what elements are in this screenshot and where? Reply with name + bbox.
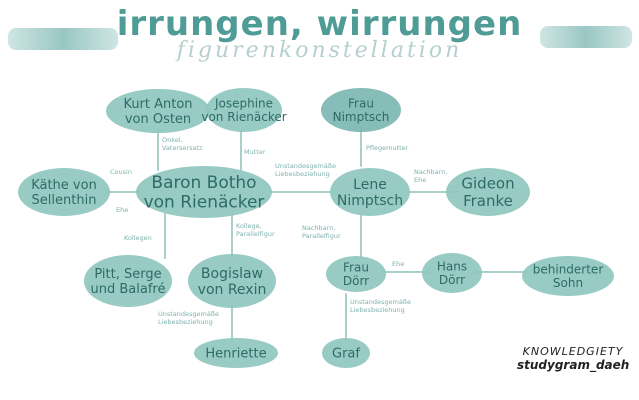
- character-name-line: Franke: [463, 192, 513, 210]
- character-name-line: Graf: [332, 347, 360, 362]
- bubble-shape: [188, 254, 276, 308]
- tape-strip-left: [8, 28, 118, 50]
- character-name-line: Bogislaw: [201, 266, 263, 282]
- character-name-line: von Rienäcker: [144, 193, 265, 213]
- diagram-title: irrungen, wirrungen: [116, 4, 523, 44]
- character-name-line: und Balafré: [91, 282, 166, 297]
- bubble-shape: [136, 166, 272, 218]
- bubble-shape: [194, 338, 278, 368]
- relation-label: Parallelfigur: [236, 230, 275, 238]
- relation-label: Ehe: [392, 260, 404, 268]
- bubble-shape: [84, 255, 172, 307]
- character-name-line: Nimptsch: [337, 193, 403, 209]
- relation-label: Liebesbeziehung: [158, 318, 213, 326]
- character-name-line: Frau: [343, 260, 369, 274]
- character-name-line: Henriette: [205, 347, 266, 362]
- relation-label: Unstandesgemäße: [275, 162, 336, 170]
- character-name-line: von Rienäcker: [201, 110, 286, 124]
- character-name-line: von Osten: [125, 112, 191, 127]
- character-name-line: Lene: [353, 177, 387, 193]
- tape-strip-right: [540, 26, 632, 48]
- bubble-shape: [322, 338, 370, 368]
- watermark-handle: studygram_daeh: [517, 358, 630, 372]
- character-name-line: Dörr: [343, 274, 369, 288]
- character-name-line: Hans: [437, 259, 467, 273]
- bubble-shape: [422, 253, 482, 293]
- character-name-line: Pitt, Serge: [94, 267, 161, 282]
- character-name-line: Kurt Anton: [123, 97, 192, 112]
- relation-label: Parallelfigur: [302, 232, 341, 240]
- bubble-shape: [446, 168, 530, 216]
- bubble-shape: [106, 89, 210, 133]
- relation-label: Ehe: [116, 206, 128, 214]
- relation-label: Liebesbeziehung: [275, 170, 330, 178]
- relation-label: Kollegen: [124, 234, 152, 242]
- bubble-shape: [326, 256, 386, 292]
- character-node-graf: Graf: [322, 338, 370, 368]
- relation-label: Mutter: [244, 148, 266, 156]
- watermark: KNOWLEDGIETY studygram_daeh: [517, 345, 629, 372]
- relation-label: Unstandesgemäße: [158, 310, 219, 318]
- relation-label: Vatersersatz: [162, 144, 203, 152]
- character-name-line: Frau: [348, 96, 374, 110]
- character-name-line: von Rexin: [198, 282, 267, 298]
- relation-label: Unstandesgemäße: [350, 298, 411, 306]
- character-node-henriette: Henriette: [194, 338, 278, 368]
- relation-label: Kollege,: [236, 222, 262, 230]
- relation-label: Nachbarn,: [414, 168, 447, 176]
- diagram-subtitle: figurenkonstellation: [176, 38, 463, 63]
- bubble-shape: [330, 168, 410, 216]
- bubble-shape: [522, 256, 614, 296]
- character-name-line: Josephine: [214, 96, 273, 110]
- character-name-line: Baron Botho: [151, 173, 256, 193]
- relation-label: Liebesbeziehung: [350, 306, 405, 314]
- relation-label: Ehe: [414, 176, 426, 184]
- bubble-shape: [206, 88, 282, 132]
- relation-label: Nachbarn,: [302, 224, 335, 232]
- character-name-line: Sohn: [553, 276, 583, 290]
- bubble-shape: [18, 168, 110, 216]
- bubble-shape: [321, 88, 401, 132]
- character-name-line: Nimptsch: [333, 110, 390, 124]
- relation-label: Onkel,: [162, 136, 183, 144]
- relation-label: Pflegemutter: [366, 144, 409, 152]
- character-name-line: behinderter: [533, 262, 604, 276]
- watermark-brand: KNOWLEDGIETY: [522, 345, 624, 358]
- character-name-line: Gideon: [461, 175, 514, 193]
- character-name-line: Sellenthin: [32, 193, 97, 208]
- character-name-line: Dörr: [439, 273, 465, 287]
- relation-label: Cousin: [110, 168, 132, 176]
- character-name-line: Käthe von: [31, 178, 97, 193]
